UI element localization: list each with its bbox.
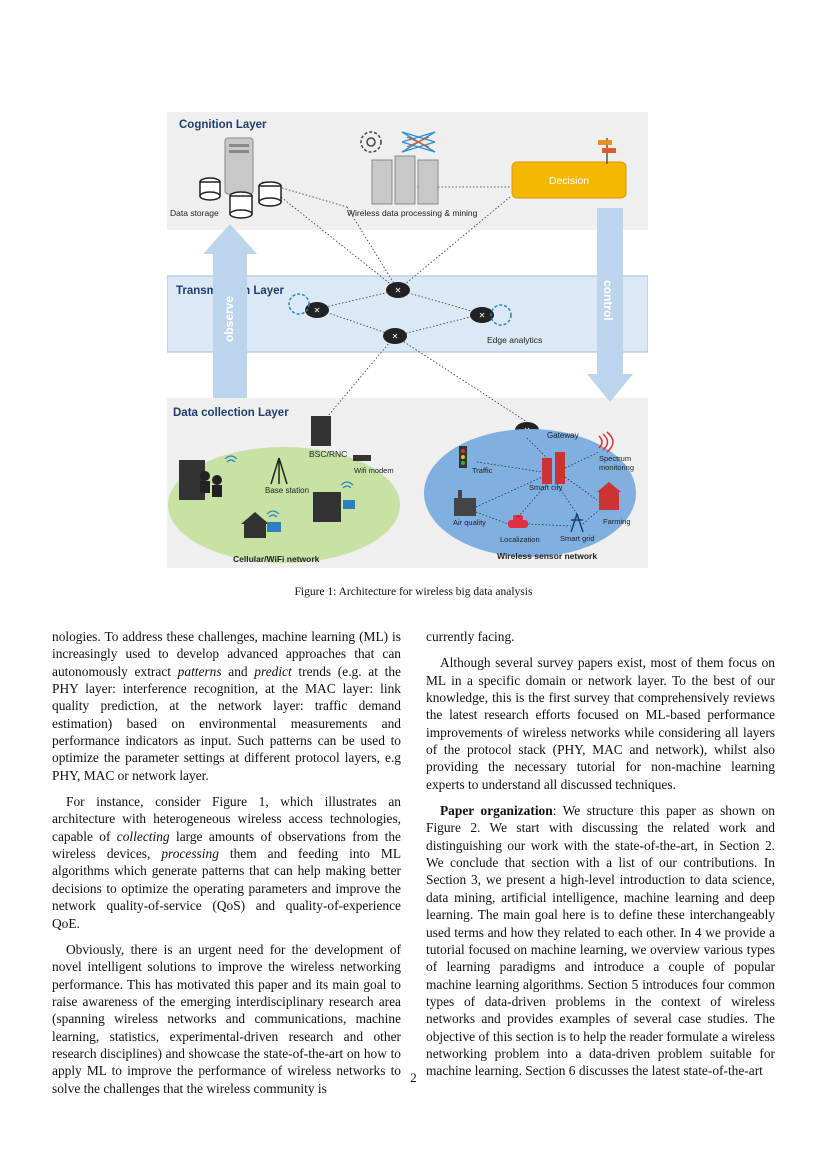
air-quality-label: Air quality: [453, 518, 486, 527]
right-column: currently facing. Although several surve…: [426, 628, 775, 1089]
processing-label: Wireless data processing & mining: [347, 208, 478, 218]
observe-label: observe: [222, 296, 236, 342]
base-station-icon: [270, 457, 288, 485]
database-icon: [199, 177, 282, 219]
building-icon: [179, 460, 341, 522]
bsc-rnc-icon: [311, 416, 331, 446]
factory-icon: [454, 490, 476, 516]
edge-gear-icon: [288, 293, 512, 326]
wsn-label: Wireless sensor network: [497, 551, 597, 561]
smart-grid-icon: [570, 513, 584, 533]
svg-text:✕: ✕: [395, 286, 402, 295]
smart-city-icon: [542, 452, 565, 484]
wsn-area: [424, 429, 636, 557]
data-storage-label: Data storage: [170, 208, 219, 218]
edge-analytics-label: Edge analytics: [487, 335, 542, 345]
page-number: 2: [410, 1070, 417, 1085]
paragraph: Although several survey papers exist, mo…: [426, 655, 775, 792]
smart-city-label: Smart city: [529, 483, 563, 492]
base-station-label: Base station: [265, 486, 309, 495]
gear-icon: [360, 131, 382, 153]
cognition-layer-title: Cognition Layer: [179, 119, 267, 131]
traffic-light-icon: [459, 446, 467, 468]
gateway-label: Gateway: [547, 431, 579, 440]
cellular-label: Cellular/WiFi network: [233, 554, 320, 564]
control-label: control: [601, 280, 615, 321]
traffic-label: Traffic: [472, 466, 493, 475]
spectrum-label-2: monitoring: [599, 463, 634, 472]
wifi-signal-icon: [224, 455, 354, 518]
paragraph: For instance, consider Figure 1, which i…: [52, 794, 401, 931]
paragraph: currently facing.: [426, 629, 515, 644]
people-icon: [200, 471, 222, 497]
smart-grid-label: Smart grid: [560, 534, 595, 543]
collection-layer-title: Data collection Layer: [173, 407, 289, 419]
farming-label: Farming: [603, 517, 631, 526]
house-icon: [241, 512, 269, 538]
svg-text:✕: ✕: [479, 311, 486, 320]
cellular-network-area: [168, 447, 400, 563]
svg-text:✕: ✕: [392, 332, 399, 341]
observe-arrow: [203, 224, 257, 398]
server-icon: [224, 137, 254, 195]
control-arrow: [587, 208, 633, 402]
paragraph: Obviously, there is an urgent need for t…: [52, 941, 401, 1096]
signpost-icon: [598, 138, 616, 164]
svg-text:✕: ✕: [314, 306, 321, 315]
decision-box: [511, 161, 627, 199]
wifi-modem-icon: [353, 455, 371, 461]
processing-servers-icon: [371, 131, 439, 205]
paragraph: nologies. To address these challenges, m…: [52, 629, 401, 783]
laptop-icon: [267, 500, 355, 532]
bsc-label: BSC/RNC: [309, 449, 347, 459]
architecture-figure: Cognition Layer Transmission Layer Data …: [166, 112, 649, 568]
left-column: nologies. To address these challenges, m…: [52, 628, 401, 1106]
figure-caption: Figure 1: Architecture for wireless big …: [294, 586, 533, 598]
wifi-modem-label: Wifi modem: [354, 466, 394, 475]
paragraph: Paper organization: We structure this pa…: [426, 803, 775, 1079]
car-icon: [508, 515, 528, 528]
spectrum-icon: [598, 431, 614, 453]
farm-icon: [597, 482, 621, 510]
spectrum-label-1: Spectrum: [599, 454, 631, 463]
localization-label: Localization: [500, 535, 540, 544]
decision-label: Decision: [549, 175, 589, 187]
